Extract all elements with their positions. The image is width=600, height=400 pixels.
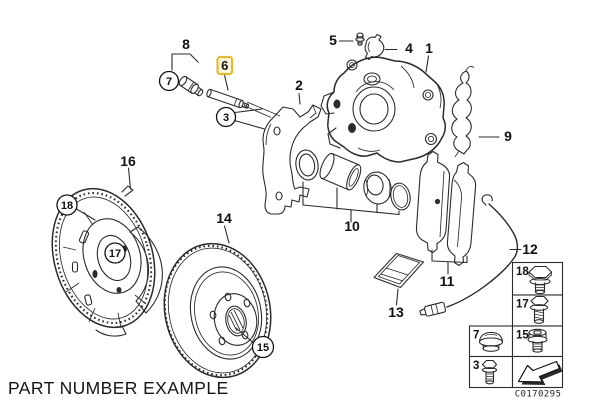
callout-2[interactable]: 2 [295, 77, 303, 93]
legend-table: 18 17 7 [468, 261, 564, 400]
drawing-code: C0170295 [515, 390, 562, 400]
callout-circle-3[interactable]: 3 [215, 106, 237, 128]
callout-13[interactable]: 13 [388, 304, 404, 320]
circled-callouts: 7 3 18 17 15 [56, 70, 275, 359]
plain-callouts: 8 2 5 4 1 9 16 14 10 11 12 13 [120, 32, 538, 320]
guide-bush-drawing [178, 75, 204, 97]
page-title: PART NUMBER EXAMPLE [8, 378, 229, 398]
legend-cell-arrow[interactable] [511, 355, 564, 389]
socket-screw-icon [527, 328, 548, 353]
hex-bolt-icon [528, 265, 553, 295]
brake-caliper-drawing [320, 56, 446, 163]
callout-5[interactable]: 5 [329, 32, 337, 48]
svg-text:7: 7 [473, 330, 479, 342]
callout-9[interactable]: 9 [504, 128, 512, 144]
svg-text:15: 15 [516, 330, 529, 342]
svg-text:3: 3 [223, 112, 229, 124]
anti-rattle-spring-drawing [451, 65, 475, 158]
svg-text:17: 17 [516, 299, 529, 311]
callout-12[interactable]: 12 [522, 241, 538, 257]
cap-plug-icon [478, 331, 504, 352]
brake-disc-drawing [163, 242, 272, 379]
highlight-box-6[interactable]: 6 [216, 55, 234, 76]
svg-text:17: 17 [109, 248, 121, 260]
svg-text:18: 18 [516, 266, 529, 278]
callout-circle-15[interactable]: 15 [251, 335, 275, 359]
example-arrow-icon [517, 360, 563, 385]
dust-boot-drawing [363, 171, 392, 205]
highlight-label[interactable]: 6 [221, 58, 228, 73]
legend-cell-3[interactable]: 3 [468, 355, 514, 389]
wear-sensor-wire-drawing [419, 194, 519, 317]
callout-circle-18[interactable]: 18 [56, 194, 78, 216]
highlight-rect[interactable] [216, 55, 234, 76]
callout-14[interactable]: 14 [216, 210, 232, 226]
legend-cell-7[interactable]: 7 [468, 325, 514, 358]
legend-cell-17[interactable]: 17 [511, 294, 564, 327]
splash-guard-drawing [51, 185, 163, 337]
grease-pack-drawing [373, 252, 425, 289]
svg-text:18: 18 [61, 200, 73, 212]
retaining-clip-drawing [364, 33, 385, 61]
callout-8[interactable]: 8 [182, 36, 190, 52]
piston-seal-drawing [295, 149, 319, 181]
callout-10[interactable]: 10 [344, 218, 360, 234]
o-ring-drawing [390, 182, 411, 211]
brake-pad-right-drawing [446, 161, 477, 267]
callout-11[interactable]: 11 [440, 273, 455, 289]
svg-text:3: 3 [473, 360, 479, 372]
callout-4[interactable]: 4 [405, 40, 413, 56]
hex-screw-icon [529, 295, 549, 324]
leader-lines [75, 40, 522, 344]
hex-bolt-icon [481, 359, 498, 385]
piston-drawing [319, 152, 362, 191]
legend-cell-18[interactable]: 18 [511, 261, 564, 296]
legend-cell-15[interactable]: 15 [511, 325, 564, 358]
callout-circle-7[interactable]: 7 [158, 70, 180, 92]
guide-pin-drawing [206, 88, 281, 118]
caliper-carrier-drawing [262, 104, 322, 215]
svg-text:7: 7 [166, 76, 172, 88]
clip-screw-drawing [355, 32, 365, 46]
callout-16[interactable]: 16 [120, 153, 136, 169]
callout-circle-17[interactable]: 17 [104, 242, 126, 264]
svg-text:15: 15 [257, 342, 269, 354]
callout-1[interactable]: 1 [425, 40, 433, 56]
brake-pad-left-drawing [415, 150, 451, 254]
